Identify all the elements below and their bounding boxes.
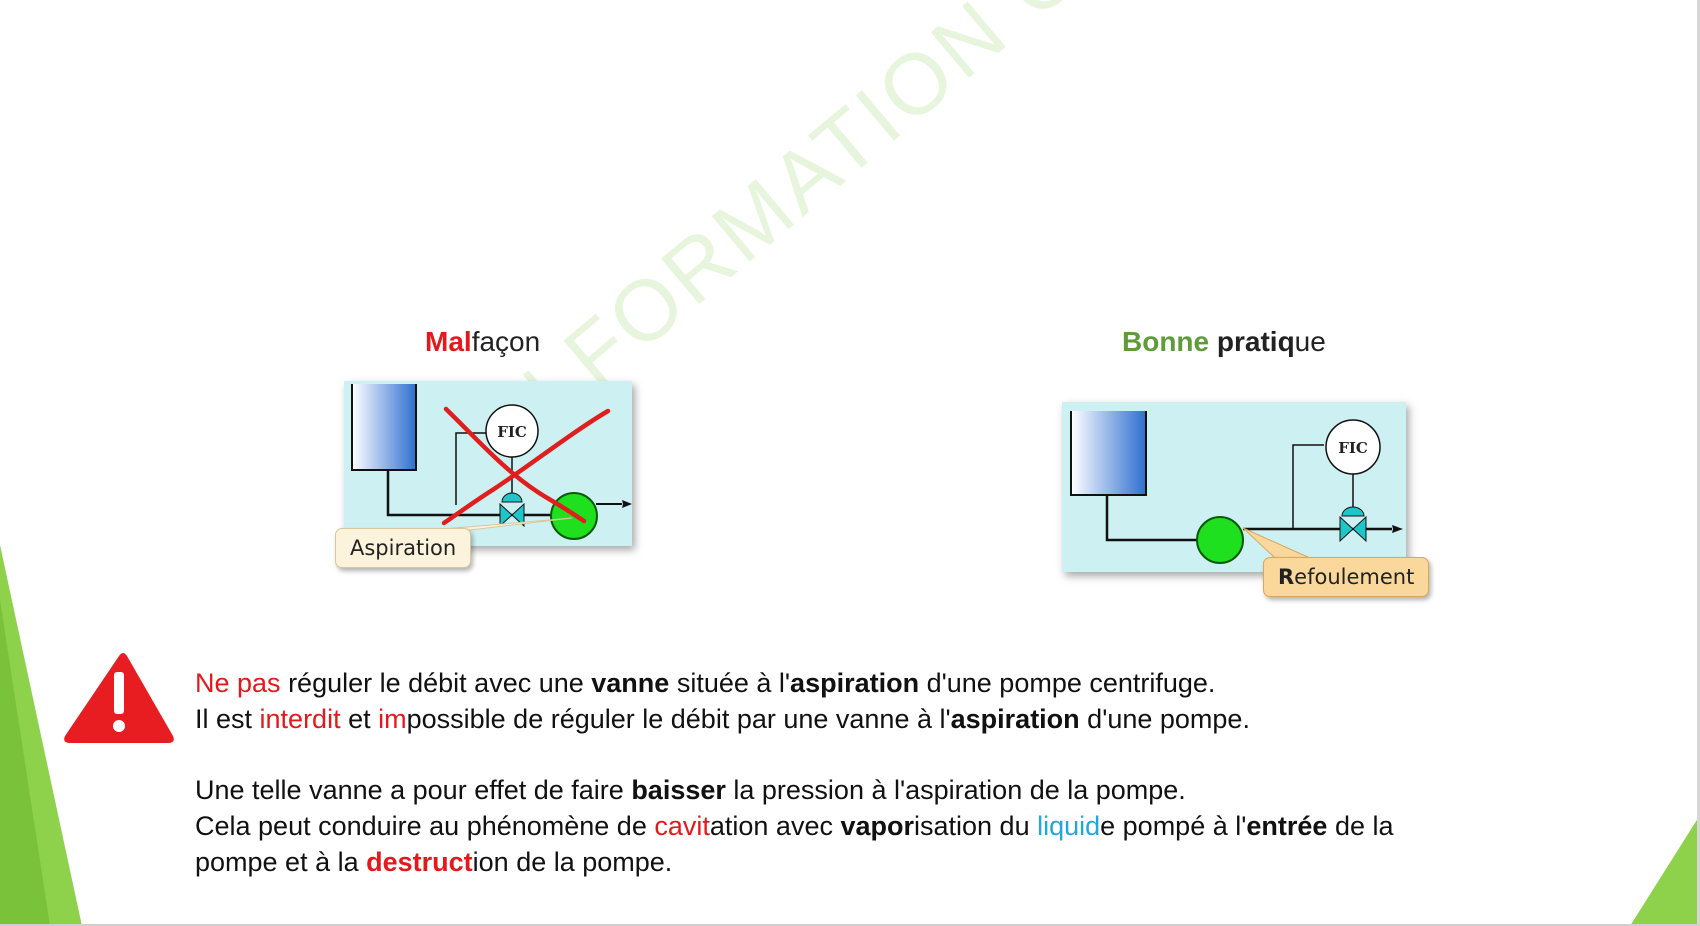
control-valve-icon bbox=[1339, 474, 1367, 543]
heading-malfacon: Malfaçon bbox=[425, 326, 541, 357]
callout-refoulement: Refoulement bbox=[1263, 557, 1430, 597]
text-line: pompe et à la destruction de la pompe. bbox=[195, 847, 673, 877]
heading-bonne-pratique: Bonne pratique bbox=[1122, 326, 1326, 357]
text-line: Il est interdit et impossible de réguler… bbox=[195, 704, 1250, 734]
fic-instrument-icon: FIC bbox=[1325, 419, 1381, 475]
diagram-malfacon: FIC bbox=[344, 381, 632, 546]
fic-label: FIC bbox=[497, 423, 527, 441]
text-line: Ne pas réguler le débit avec une vanne s… bbox=[195, 668, 1216, 698]
red-cross-icon bbox=[441, 406, 611, 526]
paragraph-explication: Une telle vanne a pour effet de faire ba… bbox=[195, 772, 1394, 880]
warning-icon bbox=[64, 653, 174, 743]
diagram-bonne-pratique: FIC bbox=[1062, 402, 1406, 572]
callout-aspiration: Aspiration bbox=[335, 528, 472, 568]
paragraph-interdiction: Ne pas réguler le débit avec une vanne s… bbox=[195, 665, 1250, 737]
slide-border-right bbox=[1697, 0, 1700, 926]
tank-icon bbox=[351, 384, 417, 471]
tank-icon bbox=[1070, 411, 1147, 496]
pump-icon bbox=[1196, 516, 1244, 564]
fic-instrument-icon: FIC bbox=[485, 404, 539, 458]
text-line: Une telle vanne a pour effet de faire ba… bbox=[195, 775, 1186, 805]
text-line: Cela peut conduire au phénomène de cavit… bbox=[195, 811, 1394, 841]
slide-border-bottom bbox=[0, 924, 1700, 926]
fic-label: FIC bbox=[1338, 439, 1368, 457]
